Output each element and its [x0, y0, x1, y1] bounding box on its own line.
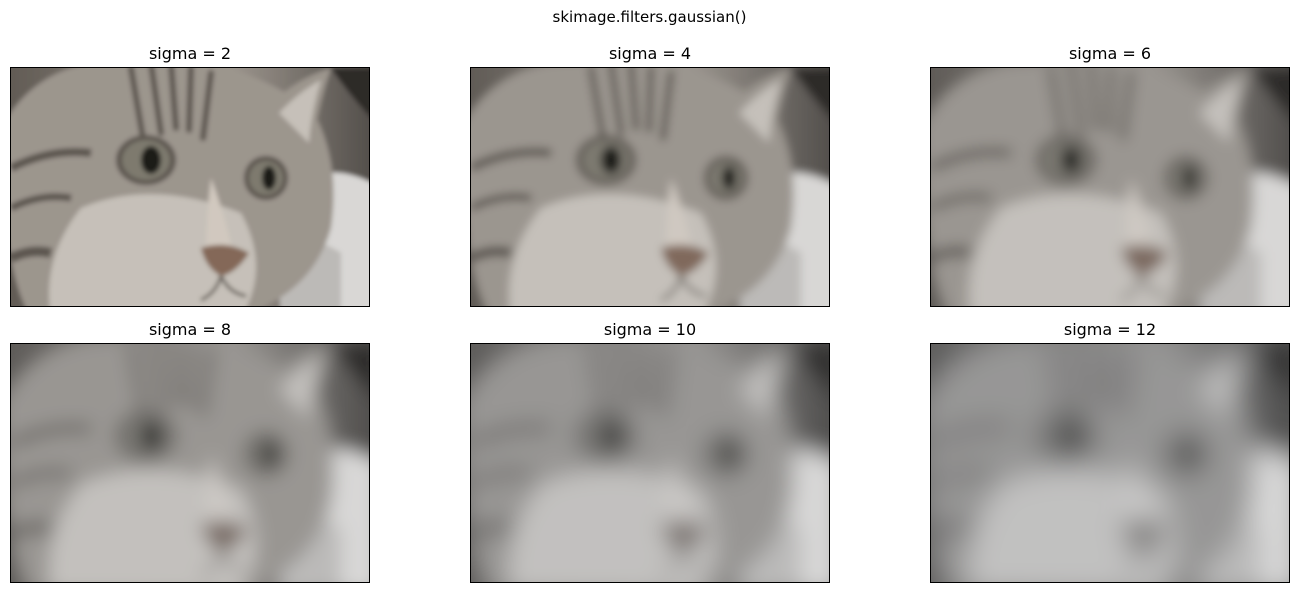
- cat-image-render: [931, 68, 1289, 306]
- subplot-title: sigma = 8: [148, 320, 232, 339]
- blurred-cat-image: [10, 67, 370, 307]
- subplot-sigma-2: sigma = 2: [10, 44, 370, 307]
- blurred-cat-image: [470, 343, 830, 583]
- subplot-title: sigma = 12: [1063, 320, 1157, 339]
- blurred-cat-image: [930, 343, 1290, 583]
- subplot-sigma-12: sigma = 12: [930, 320, 1290, 583]
- subplot-sigma-4: sigma = 4: [470, 44, 830, 307]
- cat-image-render: [471, 344, 829, 582]
- blurred-cat-image: [10, 343, 370, 583]
- subplot-title: sigma = 2: [148, 44, 232, 63]
- cat-image-render: [931, 344, 1289, 582]
- subplot-sigma-6: sigma = 6: [930, 44, 1290, 307]
- cat-image-render: [11, 344, 369, 582]
- subplot-title: sigma = 4: [608, 44, 692, 63]
- subplot-sigma-10: sigma = 10: [470, 320, 830, 583]
- subplot-sigma-8: sigma = 8: [10, 320, 370, 583]
- cat-image-render: [471, 68, 829, 306]
- subplot-title: sigma = 6: [1068, 44, 1152, 63]
- cat-image-render: [11, 68, 369, 306]
- subplot-title: sigma = 10: [603, 320, 697, 339]
- blurred-cat-image: [930, 67, 1290, 307]
- figure-suptitle: skimage.filters.gaussian(): [552, 8, 747, 26]
- blurred-cat-image: [470, 67, 830, 307]
